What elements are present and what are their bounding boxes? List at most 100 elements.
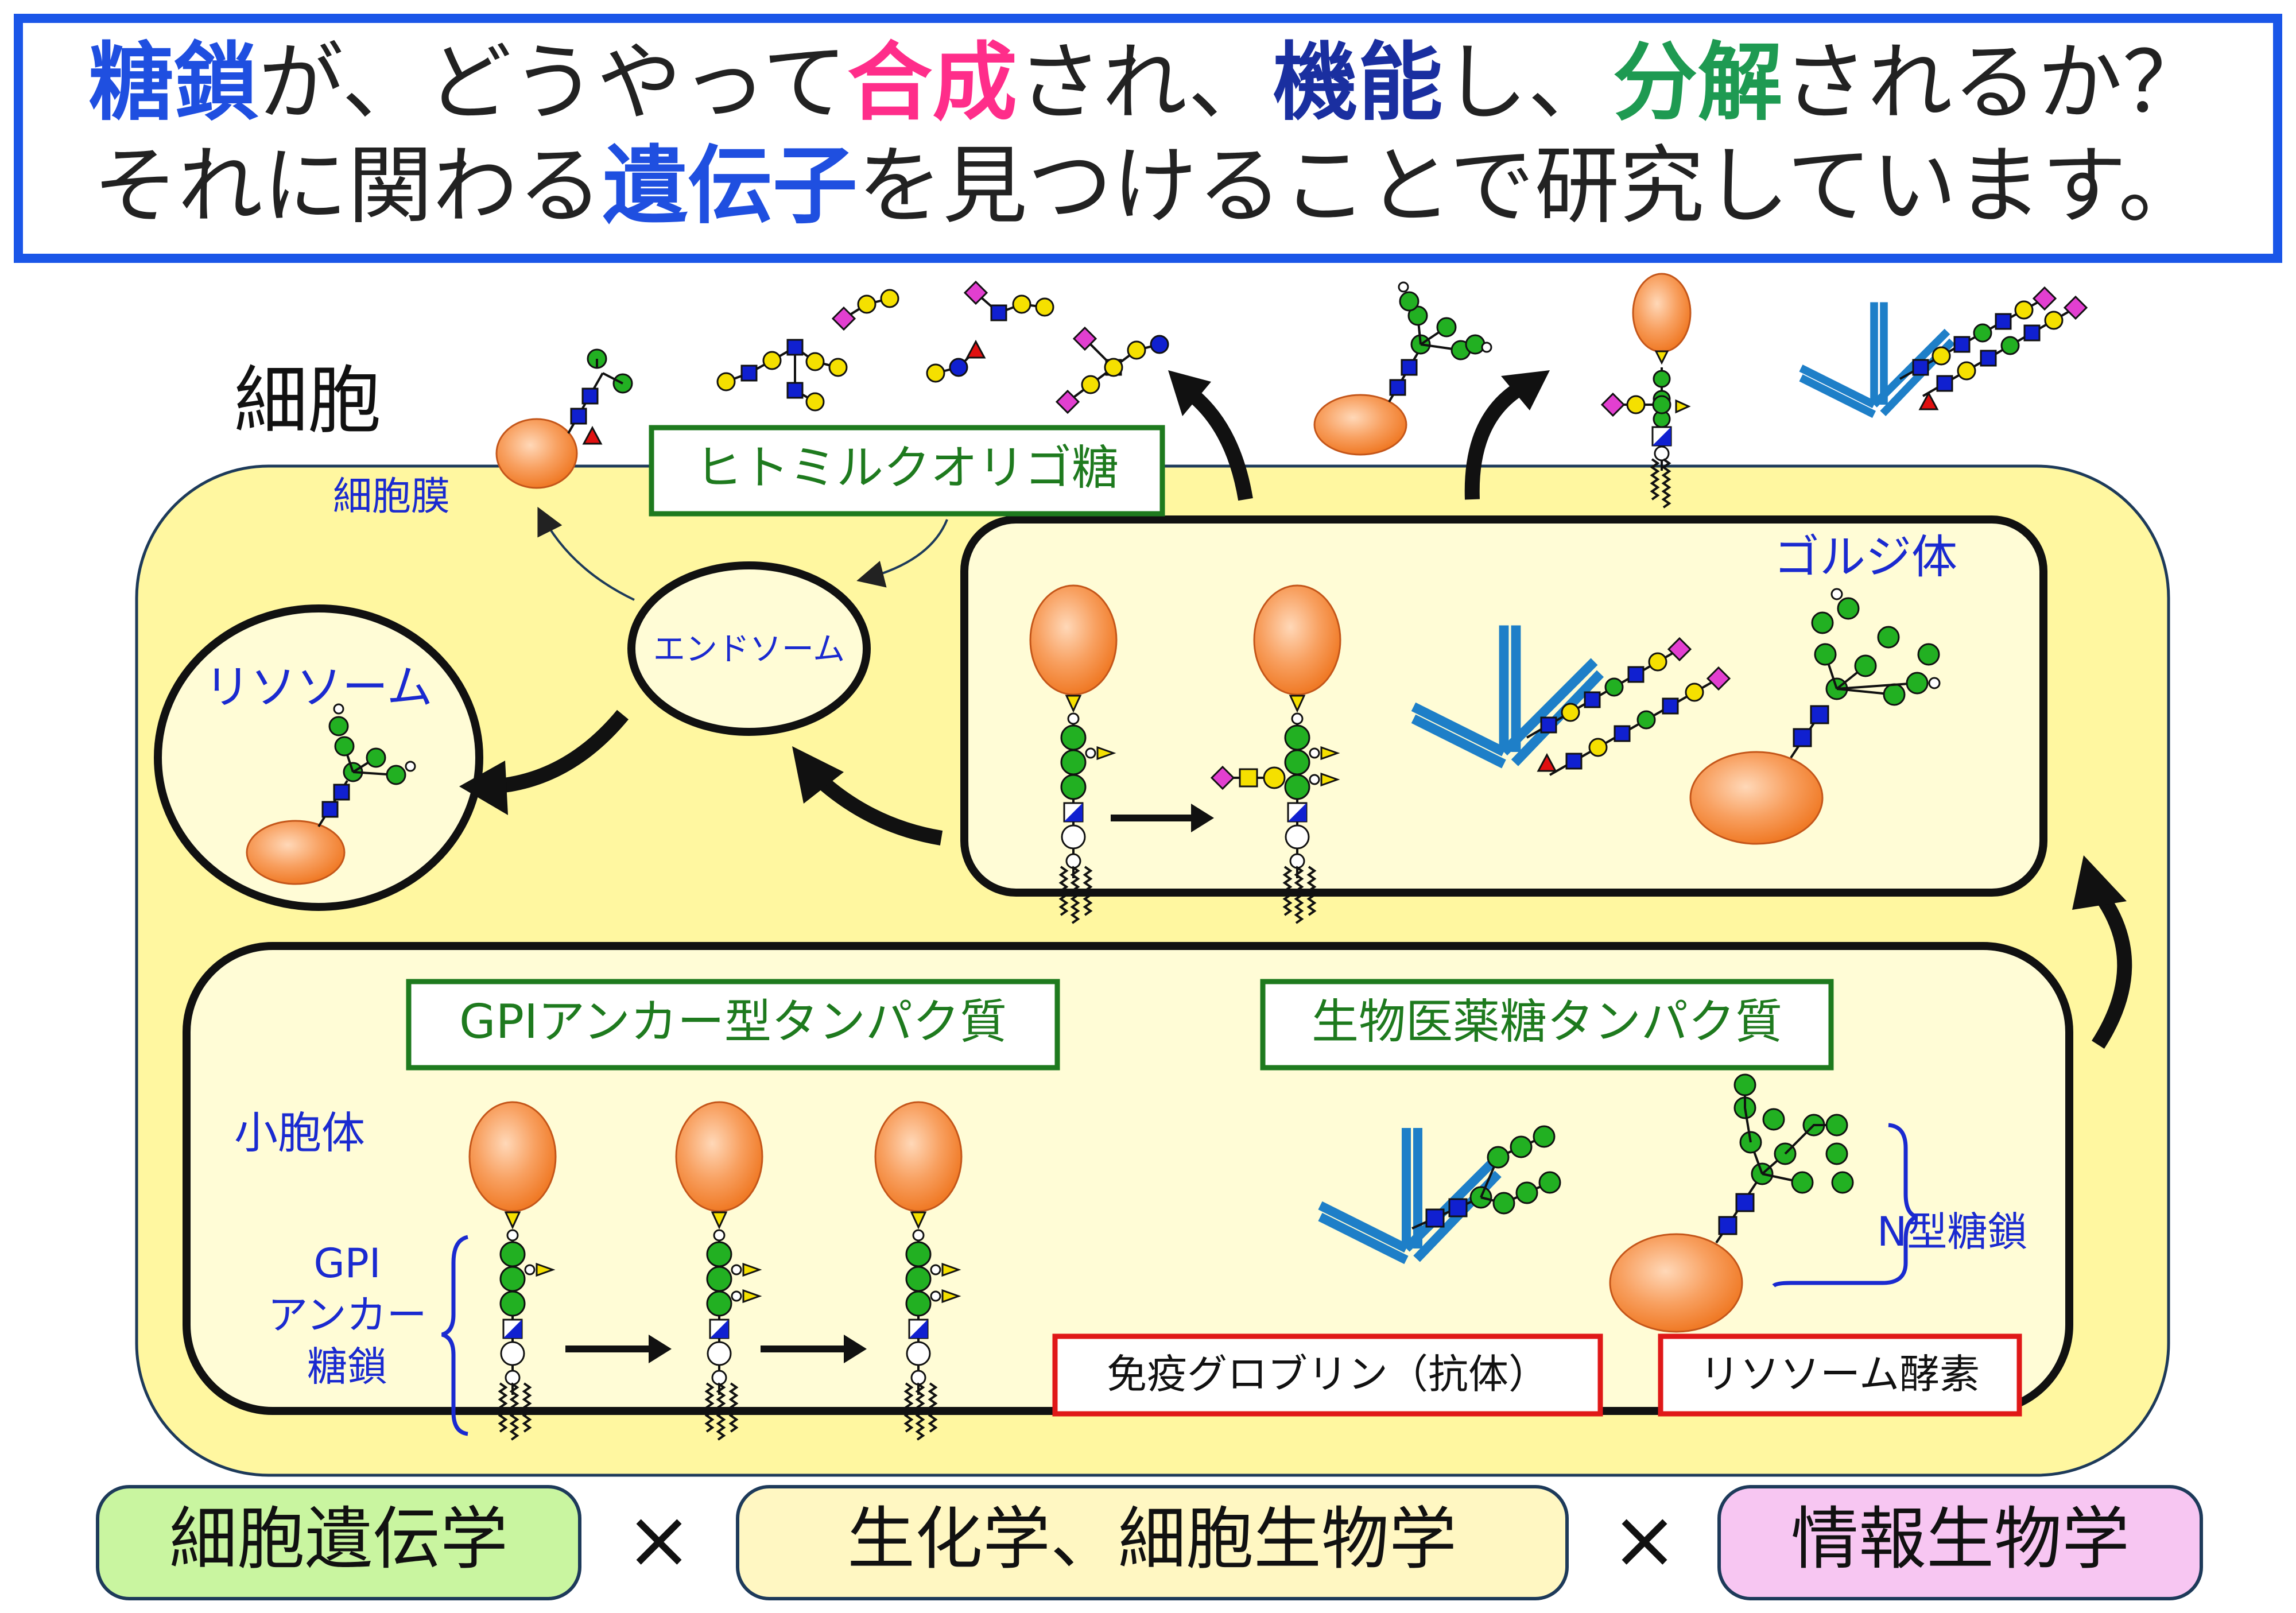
monosaccharide-icon [1067, 712, 1080, 725]
monosaccharide-icon [857, 294, 876, 314]
glcnac-square-icon [570, 408, 587, 425]
side-chain-icon [1675, 399, 1691, 414]
monosaccharide-icon [1733, 1073, 1756, 1096]
sialic-acid-icon [1600, 392, 1626, 417]
monosaccharide-icon [1831, 1171, 1854, 1194]
monosaccharide-icon [1883, 683, 1906, 706]
sialic-acid-icon [2063, 295, 2088, 320]
lipid-tail-icon [1650, 458, 1660, 501]
glcnac-square-icon [740, 365, 758, 382]
monosaccharide-icon [1284, 749, 1310, 776]
glcnac-square-icon [1936, 375, 1953, 392]
monosaccharide-icon [1762, 1108, 1785, 1131]
monosaccharide-icon [1561, 703, 1580, 722]
gpi-glycan-label-3: 糖鎖 [307, 1343, 387, 1390]
biopharma-label: 生物医薬糖タンパク質 [1312, 995, 1782, 1049]
monosaccharide-icon [926, 363, 945, 383]
monosaccharide-icon [524, 1264, 536, 1275]
monosaccharide-icon [1035, 297, 1054, 317]
monosaccharide-icon [1481, 342, 1492, 353]
arrow-er-to-golgi-head-icon [2072, 855, 2127, 910]
monosaccharide-icon [1814, 643, 1837, 666]
monosaccharide-icon [499, 1241, 526, 1267]
monosaccharide-icon [1636, 710, 1656, 730]
glcnac-square-icon [1614, 725, 1631, 742]
monosaccharide-icon [2014, 300, 2034, 320]
gpi-glycan-brace [441, 1235, 468, 1436]
monosaccharide-icon [1791, 1171, 1814, 1194]
arrow-golgi-to-endosome-icon [816, 775, 943, 846]
side-chain-icon [1320, 772, 1340, 787]
monosaccharide-icon [1654, 445, 1670, 462]
monosaccharide-icon [506, 1229, 519, 1242]
monosaccharide-icon [1487, 1146, 1510, 1169]
protein-icon [1313, 394, 1407, 456]
monosaccharide-icon [912, 1229, 925, 1242]
monosaccharide-icon [1309, 774, 1320, 785]
linker-icon [1065, 695, 1082, 713]
protein-icon [1632, 273, 1692, 353]
monosaccharide-icon [1012, 294, 1031, 314]
monosaccharide-icon [905, 1290, 932, 1317]
monosaccharide-icon [1538, 1171, 1561, 1194]
monosaccharide-icon [1465, 334, 1486, 355]
glcnac-square-icon [1980, 350, 1997, 367]
monosaccharide-icon [1533, 1125, 1556, 1148]
sialic-acid-icon [1706, 666, 1731, 691]
footer-cell-genetics: 細胞遺伝学 [169, 1499, 508, 1579]
protein-icon [1689, 751, 1824, 845]
monosaccharide-icon [1830, 588, 1843, 600]
title-line-2-segment: を見つけることで研究しています。 [858, 137, 2203, 235]
title-line-2-segment: それに関わる [93, 137, 603, 235]
footer-cell-genetics-box [96, 1485, 581, 1600]
lipid-tail-icon [1294, 866, 1304, 924]
monosaccharide-icon [1957, 361, 1976, 381]
monosaccharide-icon [1854, 654, 1877, 677]
monosaccharide-icon [1285, 824, 1310, 850]
glcnac-square-icon [786, 339, 804, 356]
monosaccharide-icon [500, 1341, 525, 1366]
monosaccharide-icon [1928, 677, 1941, 689]
lipid-tail-icon [928, 1382, 938, 1433]
monosaccharide-icon [2000, 336, 2020, 355]
title-line-1-segment: 合成 [847, 33, 1017, 132]
arrow-golgi-secretion-2-icon [1464, 381, 1526, 500]
glcnac-square-icon [1810, 705, 1829, 724]
monosaccharide-icon [930, 1264, 941, 1275]
monosaccharide-icon [805, 352, 825, 371]
monosaccharide-icon [731, 1290, 742, 1302]
linker-icon [711, 1211, 728, 1230]
monosaccharide-icon [1436, 317, 1457, 338]
hmo-box [649, 425, 1165, 517]
footer-biochemistry-box [736, 1485, 1569, 1600]
gpi-protein-box [406, 979, 1060, 1071]
sialic-acid-icon [1055, 389, 1080, 414]
glcnac-square-icon [333, 784, 350, 801]
monosaccharide-icon [505, 1370, 521, 1386]
monosaccharide-icon [1626, 395, 1646, 414]
glcnac-square-icon [1718, 1216, 1737, 1235]
side-chain-icon [742, 1289, 762, 1304]
gpi-protein-label: GPIアンカー型タンパク質 [459, 995, 1007, 1049]
monosaccharide-icon [1973, 323, 1992, 343]
title-line-1-segment: が、どうやって [258, 33, 847, 132]
title-line-1-segment: され、 [1017, 33, 1273, 132]
lysosome [154, 604, 483, 911]
monosaccharide-icon [706, 1290, 732, 1317]
arrow-golgi-secretion-1-icon [1189, 390, 1253, 501]
monosaccharide-icon [713, 1229, 726, 1242]
fucose-icon [1918, 391, 1939, 410]
sialic-acid-icon [1667, 637, 1692, 662]
lysosomal-enzyme-box [1658, 1333, 2022, 1417]
monosaccharide-icon [1060, 724, 1087, 751]
lipid-tail-icon [903, 1382, 914, 1433]
footer-bioinformatics: 情報生物学 [1791, 1499, 2130, 1579]
glcnac-square-icon [786, 382, 804, 399]
monosaccharide-icon [1515, 1181, 1538, 1204]
side-chain-icon [1096, 746, 1116, 761]
monosaccharide-icon [1291, 712, 1304, 725]
title-line-2-segment: 遺伝子 [603, 137, 858, 235]
glycosidic-bond-icon [1836, 682, 1918, 690]
glcnac-square-icon [1540, 716, 1557, 734]
